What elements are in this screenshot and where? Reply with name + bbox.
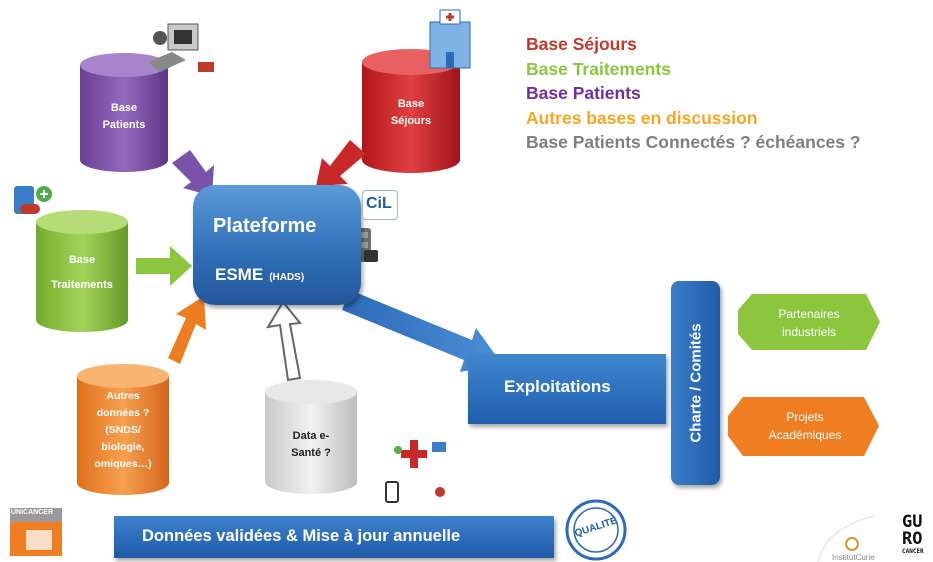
base-patients-cylinder <box>80 53 168 172</box>
legend-item-autres: Autres bases en discussion <box>526 107 758 128</box>
curie-logo-mark <box>845 537 859 551</box>
base-traitements-line2: Traitements <box>51 279 113 291</box>
unicancer-logo <box>10 508 62 556</box>
unicancer-text: UNICANCER <box>11 509 53 516</box>
hospital-icon <box>429 9 471 69</box>
arrow-autres-to-platform <box>168 296 206 364</box>
base-sejours-label: Base Séjours <box>378 96 444 130</box>
charte-comites-label: Charte / Comités <box>687 323 704 443</box>
donnees-validees-label: Données validées & Mise à jour annuelle <box>142 527 461 545</box>
data-esante-line1: Data e- <box>292 430 330 442</box>
gustave-line1: GU <box>902 512 923 532</box>
autres-line4: biologie, <box>101 441 145 453</box>
partenaires-industriels-label: Partenaires industriels <box>752 305 866 341</box>
partenaires-industriels-hexagon <box>738 294 880 350</box>
curie-logo-curve <box>817 515 875 562</box>
data-esante-cylinder <box>265 380 357 494</box>
arrow-sante-to-platform <box>266 300 302 382</box>
base-patients-line2: Patients <box>102 119 146 131</box>
projets-line1: Projets <box>786 410 824 424</box>
platform-title: Plateforme <box>213 215 317 237</box>
exploitations-box: Exploitations <box>468 354 666 424</box>
autres-donnees-label: Autres données ? (SNDS/ biologie, omique… <box>80 388 166 473</box>
qualite-seal <box>565 499 627 561</box>
partenaires-line2: industriels <box>781 325 837 339</box>
legend-item-traitements: Base Traitements <box>526 58 671 79</box>
platform-subtitle: ESME (HADS) <box>215 265 304 285</box>
charte-comites-box: Charte / Comités <box>671 281 720 485</box>
base-traitements-cylinder <box>36 210 128 332</box>
legend: Base Séjours Base Traitements Base Patie… <box>526 32 861 155</box>
autres-line1: Autres <box>106 390 140 402</box>
base-traitements-line1: Base <box>68 254 96 266</box>
data-esante-line2: Santé ? <box>291 447 331 459</box>
plateforme-esme-box: Plateforme ESME (HADS) <box>193 185 361 305</box>
projets-academiques-label: Projets Académiques <box>746 408 864 444</box>
autres-line5: omiques…) <box>94 458 152 470</box>
arrow-platform-to-exploitations <box>342 290 502 372</box>
exploitations-label: Exploitations <box>504 377 611 396</box>
legend-item-patients: Base Patients <box>526 83 641 103</box>
projets-academiques-hexagon <box>728 397 879 456</box>
medication-icon <box>14 186 52 214</box>
base-patients-line1: Base <box>110 102 138 114</box>
platform-note: (HADS) <box>269 272 305 283</box>
legend-item-connectes: Base Patients Connectés ? échéances ? <box>526 132 861 152</box>
gustave-small: CANCER <box>902 548 924 555</box>
base-sejours-line1: Base <box>397 98 425 110</box>
platform-esme: ESME <box>215 265 264 284</box>
cil-text: CiL <box>366 195 392 212</box>
legend-item-sejours: Base Séjours <box>526 34 637 54</box>
cil-badge: CiL <box>362 190 398 220</box>
projets-line2: Académiques <box>768 428 842 442</box>
arrow-traitements-to-platform <box>136 246 192 286</box>
gustave-line2: RO <box>902 529 923 549</box>
partenaires-line1: Partenaires <box>778 307 840 321</box>
donnees-validees-bar: Données validées & Mise à jour annuelle <box>114 516 554 558</box>
esante-icons <box>385 440 446 503</box>
arrow-sejours-to-platform <box>316 140 366 186</box>
data-esante-label: Data e- Santé ? <box>272 428 350 462</box>
base-sejours-line2: Séjours <box>390 115 432 127</box>
autres-donnees-cylinder <box>77 364 169 495</box>
autres-line3: (SNDS/ <box>105 424 141 436</box>
base-patients-label: Base Patients <box>90 100 158 134</box>
computer-user-icon <box>148 23 214 72</box>
curie-text: InstitutCurie <box>832 553 875 562</box>
base-traitements-label: Base Traitements <box>40 252 124 294</box>
arrow-patients-to-platform <box>172 150 214 196</box>
autres-line2: données ? <box>96 407 150 419</box>
gustave-roussy-logo: GU RO CANCER <box>902 514 924 556</box>
